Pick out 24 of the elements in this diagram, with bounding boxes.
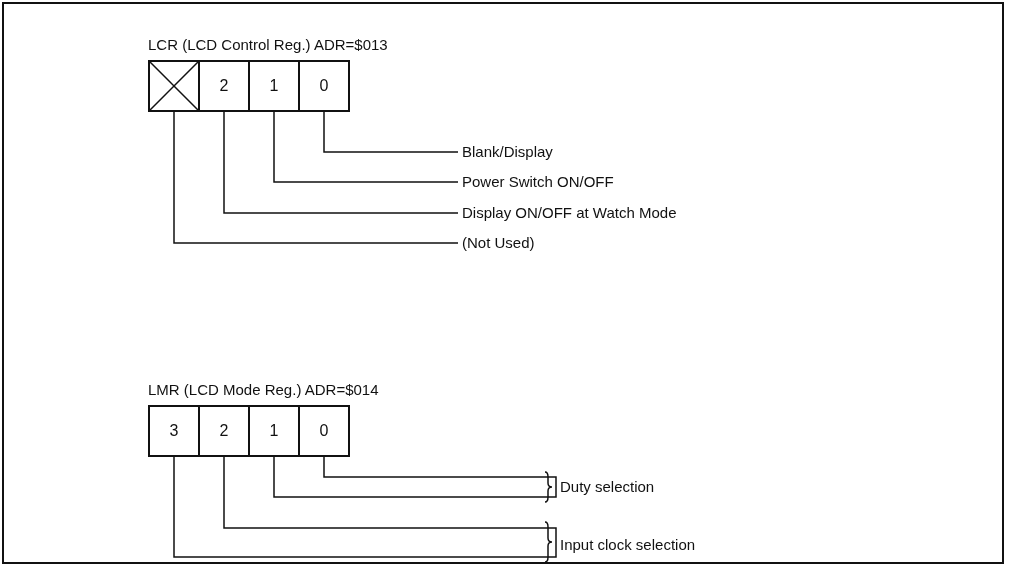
bit-description: Duty selection — [560, 477, 655, 497]
bit-description: Display ON/OFF at Watch Mode — [462, 203, 677, 223]
bit-description: Input clock selection — [560, 535, 696, 555]
leader-line — [223, 456, 557, 546]
leader-line — [323, 111, 459, 153]
register-title: LMR (LCD Mode Reg.) ADR=$014 — [148, 381, 379, 398]
bit-cell: 2 — [198, 60, 250, 112]
unused-bit-cell — [148, 60, 200, 112]
leader-line — [273, 111, 459, 183]
register-title: LCR (LCD Control Reg.) ADR=$013 — [148, 36, 388, 53]
leader-line — [323, 456, 557, 488]
bit-cell: 2 — [198, 405, 250, 457]
leader-line — [173, 456, 557, 558]
leader-line — [173, 111, 459, 244]
bit-description: (Not Used) — [462, 233, 535, 253]
bit-cell: 0 — [298, 60, 350, 112]
bit-cell: 0 — [298, 405, 350, 457]
bit-cell: 1 — [248, 405, 300, 457]
bit-description: Power Switch ON/OFF — [462, 172, 614, 192]
leader-line — [273, 456, 557, 498]
bit-cell: 3 — [148, 405, 200, 457]
bit-description: Blank/Display — [462, 142, 553, 162]
bit-cell: 1 — [248, 60, 300, 112]
leader-line — [223, 111, 459, 214]
